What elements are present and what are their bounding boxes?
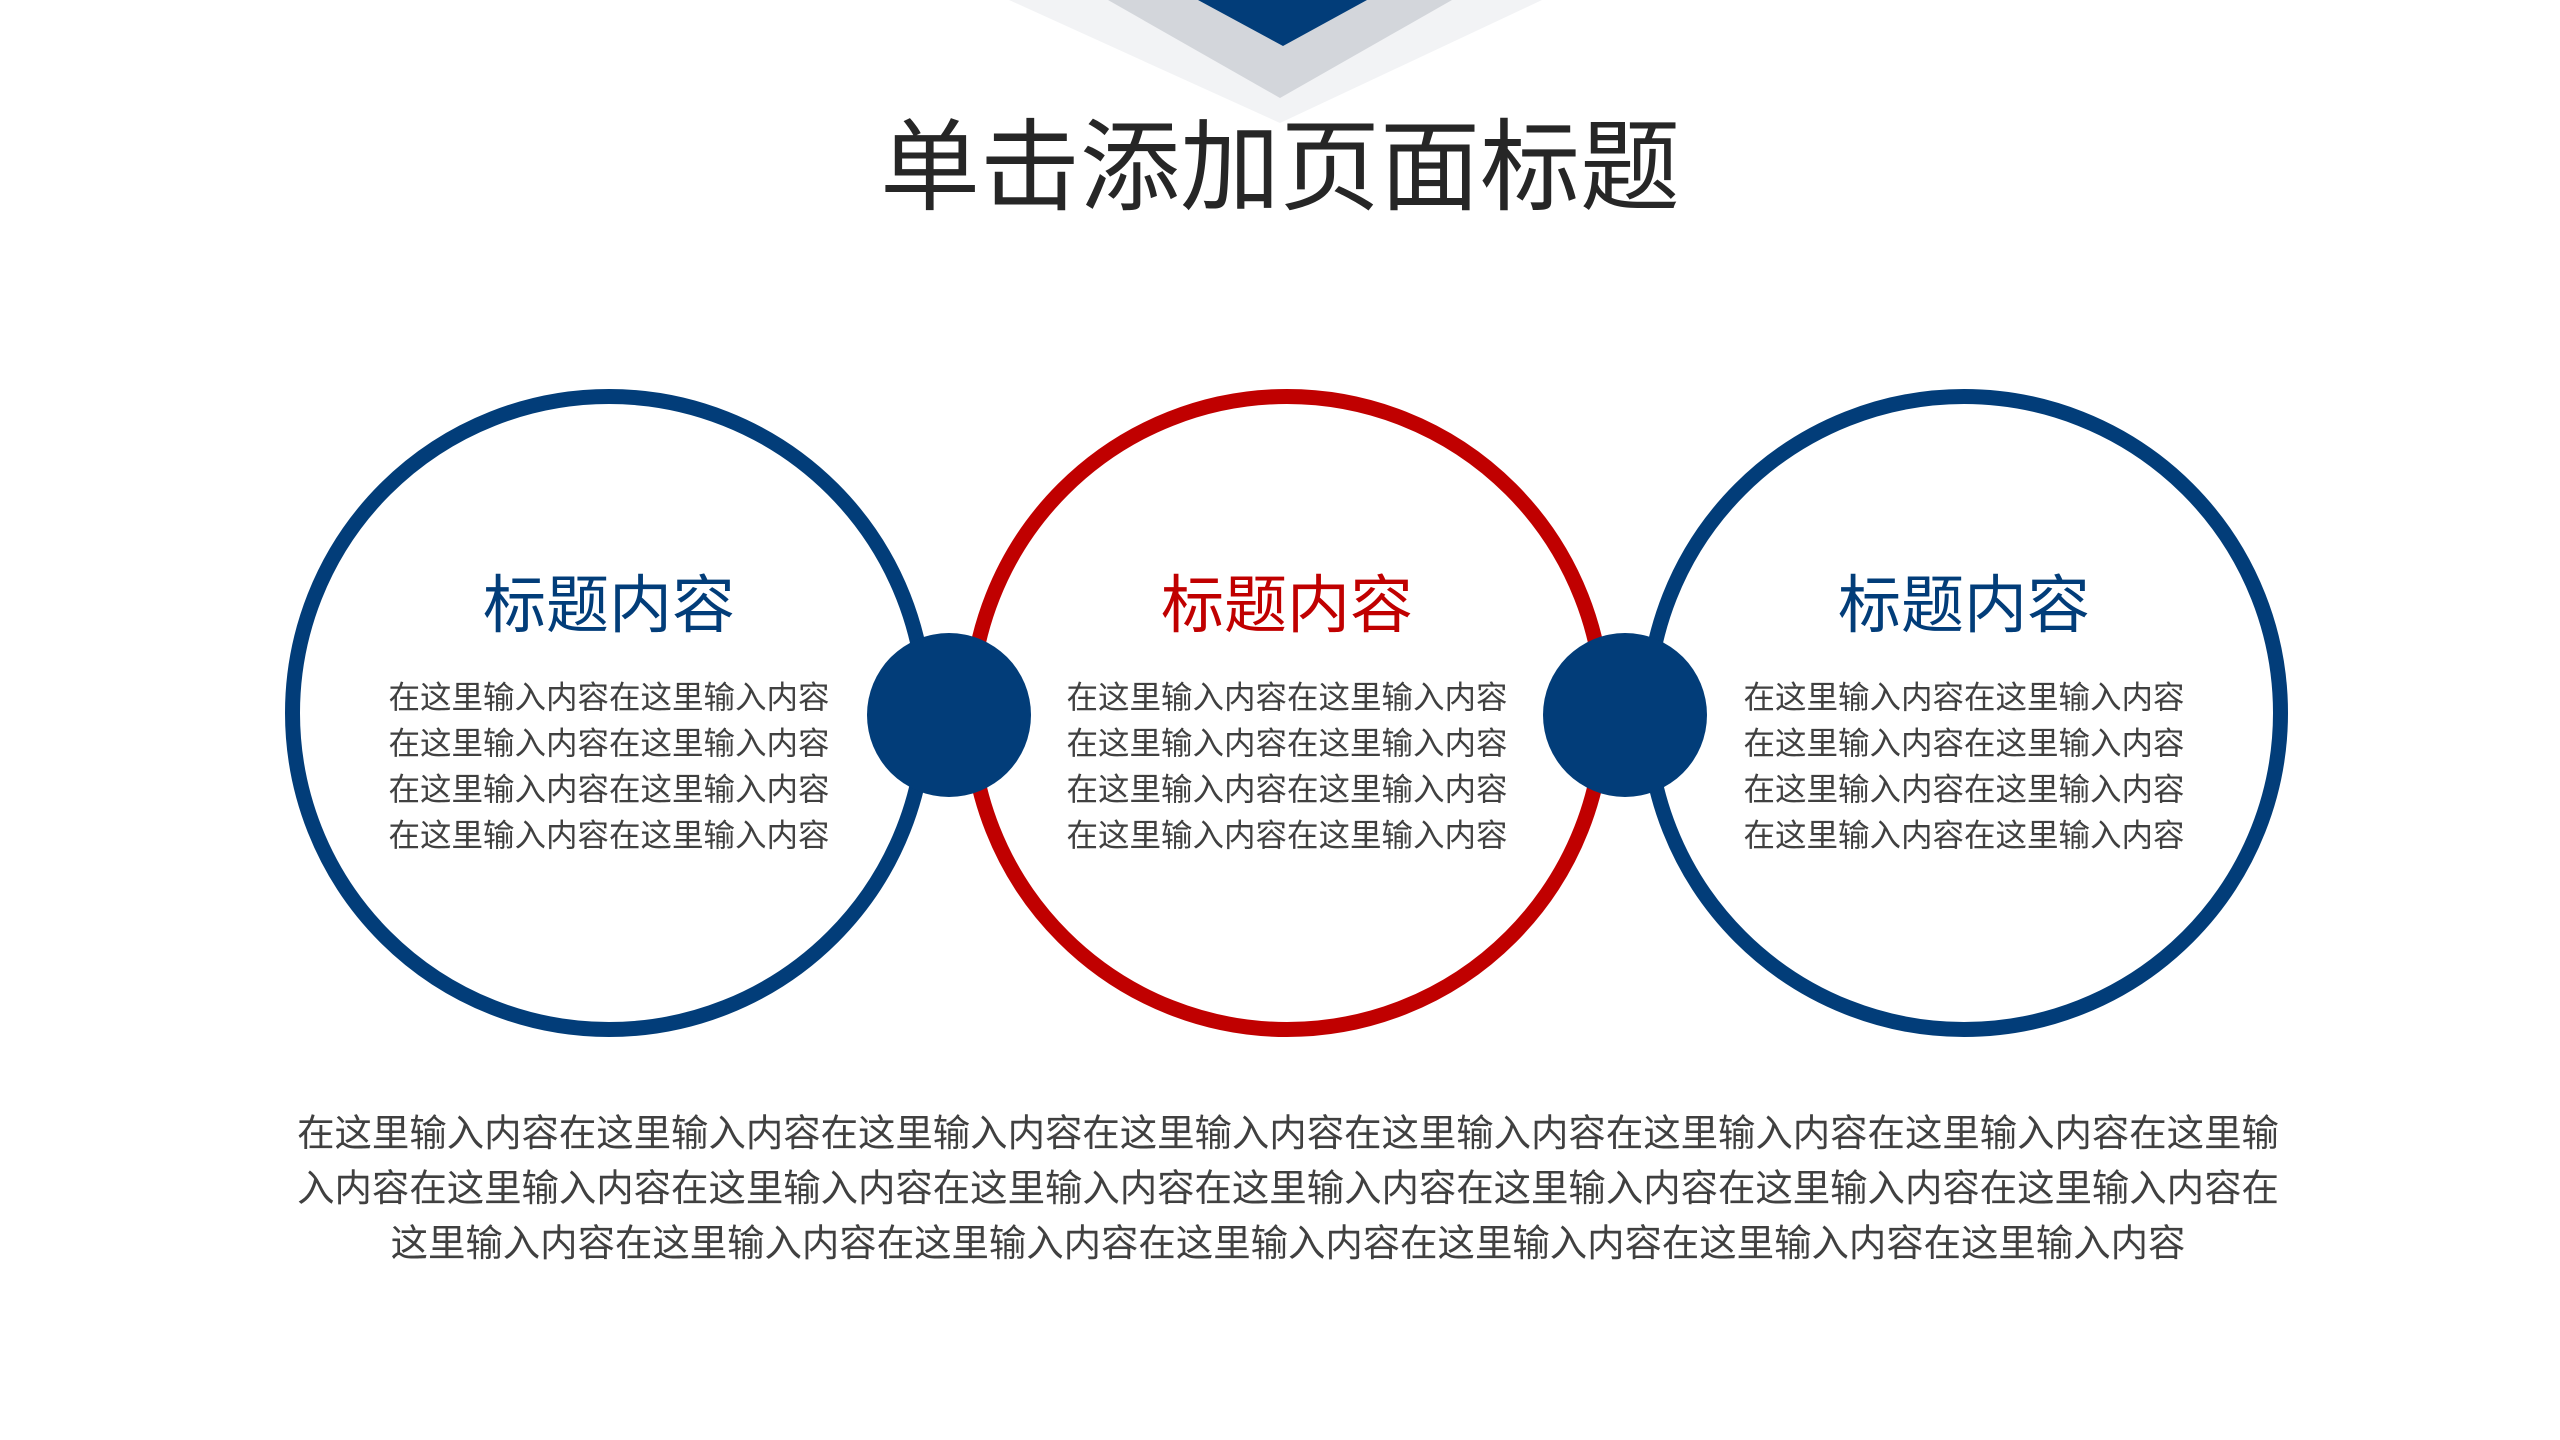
- page-title[interactable]: 单击添加页面标题: [880, 112, 1680, 224]
- card-line: 在这里输入内容在这里输入内容: [388, 725, 830, 761]
- card-2[interactable]: 标题内容 在这里输入内容在这里输入内容 在这里输入内容在这里输入内容 在这里输入…: [987, 566, 1587, 858]
- chevron-gray: [1108, 0, 1452, 98]
- card-line: 在这里输入内容在这里输入内容: [1066, 771, 1508, 807]
- summary-paragraph[interactable]: 在这里输入内容在这里输入内容在这里输入内容在这里输入内容在这里输入内容在这里输入…: [297, 1112, 2279, 1264]
- card-body: 在这里输入内容在这里输入内容 在这里输入内容在这里输入内容 在这里输入内容在这里…: [1664, 674, 2264, 858]
- card-line: 在这里输入内容在这里输入内容: [388, 817, 830, 853]
- chevron-blue: [1198, 0, 1367, 46]
- card-line: 在这里输入内容在这里输入内容: [1743, 817, 2185, 853]
- card-heading: 标题内容: [1161, 571, 1413, 641]
- card-line: 在这里输入内容在这里输入内容: [1066, 725, 1508, 761]
- card-heading: 标题内容: [483, 571, 735, 641]
- connector-dot-1: [867, 633, 1031, 797]
- card-heading: 标题内容: [1838, 571, 2090, 641]
- card-body: 在这里输入内容在这里输入内容 在这里输入内容在这里输入内容 在这里输入内容在这里…: [987, 674, 1587, 858]
- card-line: 在这里输入内容在这里输入内容: [1743, 725, 2185, 761]
- card-line: 在这里输入内容在这里输入内容: [388, 771, 830, 807]
- card-1[interactable]: 标题内容 在这里输入内容在这里输入内容 在这里输入内容在这里输入内容 在这里输入…: [309, 566, 909, 858]
- card-line: 在这里输入内容在这里输入内容: [1066, 679, 1508, 715]
- circle-3: [1640, 389, 2288, 1037]
- connector-dot-2: [1543, 633, 1707, 797]
- card-line: 在这里输入内容在这里输入内容: [388, 679, 830, 715]
- card-line: 在这里输入内容在这里输入内容: [1743, 771, 2185, 807]
- card-line: 在这里输入内容在这里输入内容: [1743, 679, 2185, 715]
- card-line: 在这里输入内容在这里输入内容: [1066, 817, 1508, 853]
- card-body: 在这里输入内容在这里输入内容 在这里输入内容在这里输入内容 在这里输入内容在这里…: [309, 674, 909, 858]
- top-chevron-decoration: [1009, 0, 1542, 123]
- card-3[interactable]: 标题内容 在这里输入内容在这里输入内容 在这里输入内容在这里输入内容 在这里输入…: [1664, 566, 2264, 858]
